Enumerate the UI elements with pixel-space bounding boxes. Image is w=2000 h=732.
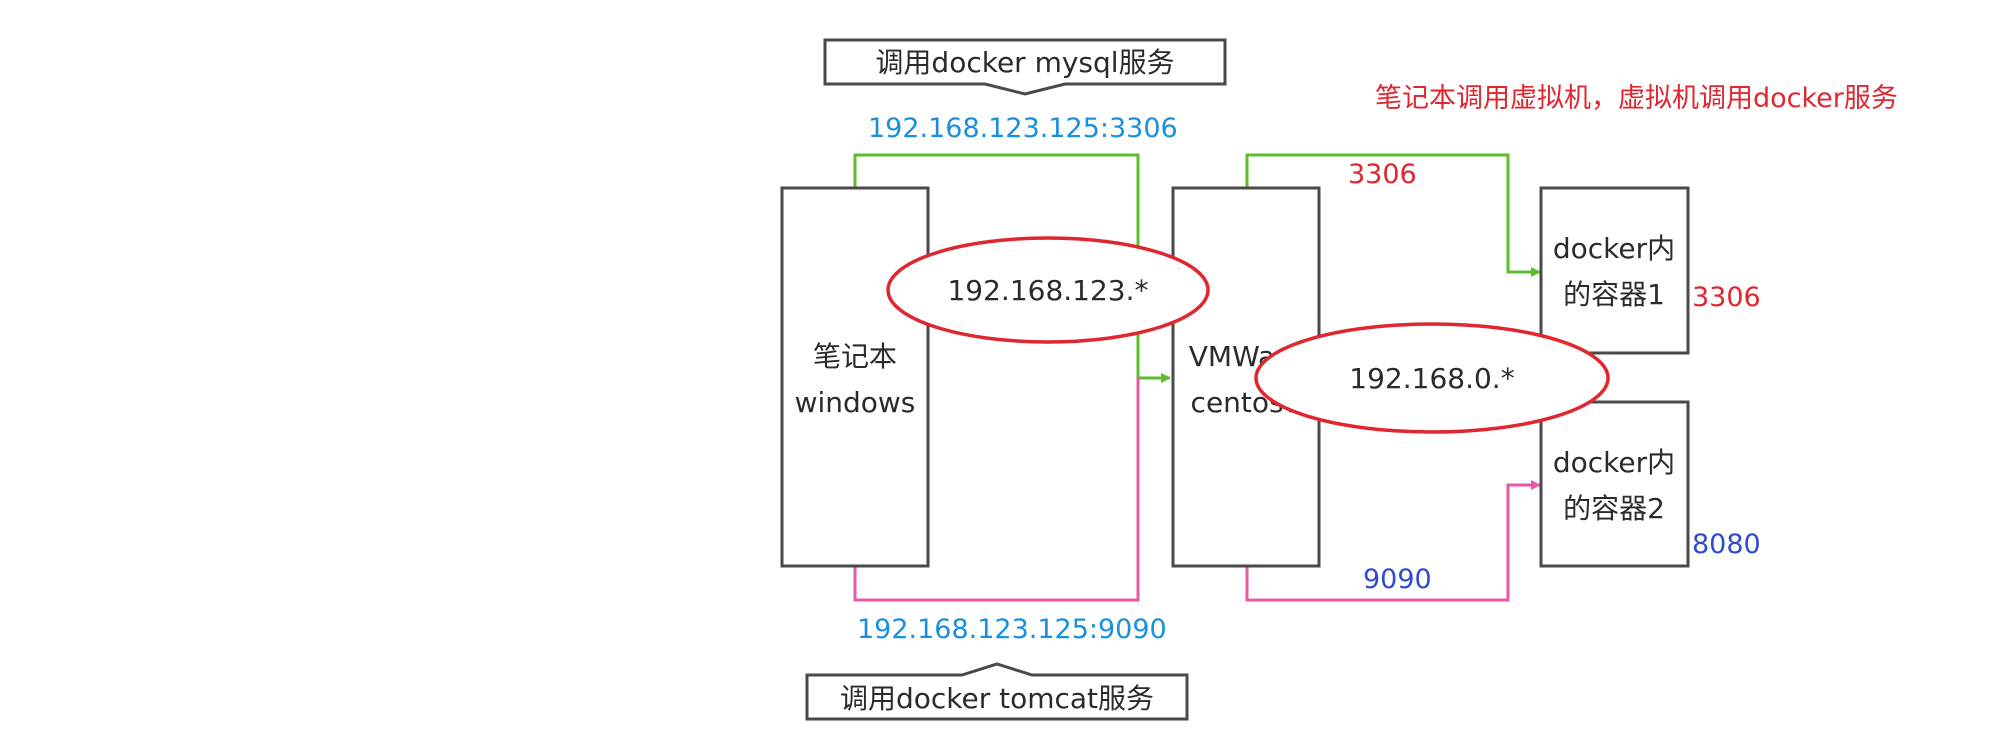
laptop-label-line1: 笔记本 <box>813 340 897 373</box>
subnet-host-label: 192.168.123.* <box>947 274 1148 307</box>
wire-vm-to-container1 <box>1245 153 1541 277</box>
container1-node: docker内 的容器1 <box>1539 186 1690 355</box>
ip-tomcat-label: 192.168.123.125:9090 <box>857 614 1167 645</box>
subnet-vm-label: 192.168.0.* <box>1349 362 1514 395</box>
container1-label-line1: docker内 <box>1553 232 1675 265</box>
wire-laptop-to-vm <box>853 153 1171 383</box>
container1-port-label: 3306 <box>1692 282 1761 313</box>
container1-label-line2: 的容器1 <box>1563 278 1665 311</box>
container2-label-line1: docker内 <box>1553 446 1675 479</box>
laptop-label-line2: windows <box>795 386 916 419</box>
wire-vm-to-container2 <box>1245 480 1541 602</box>
port-vm-tomcat-label: 9090 <box>1363 564 1432 595</box>
subnet-host-ellipse: 192.168.123.* <box>886 236 1210 344</box>
laptop-node: 笔记本 windows <box>780 186 930 568</box>
note-label: 笔记本调用虚拟机，虚拟机调用docker服务 <box>1375 83 1898 114</box>
ip-mysql-label: 192.168.123.125:3306 <box>868 113 1178 144</box>
wire-laptop-to-vm-tomcat <box>853 378 1140 602</box>
callout-tomcat-label: 调用docker tomcat服务 <box>840 682 1154 715</box>
container2-port-label: 8080 <box>1692 529 1761 560</box>
subnet-vm-ellipse: 192.168.0.* <box>1254 322 1610 434</box>
callout-tomcat: 调用docker tomcat服务 <box>805 662 1189 721</box>
container2-node: docker内 的容器2 <box>1539 400 1690 568</box>
callout-mysql: 调用docker mysql服务 <box>823 38 1227 96</box>
port-vm-mysql-label: 3306 <box>1348 159 1417 190</box>
callout-mysql-label: 调用docker mysql服务 <box>875 46 1174 79</box>
container2-label-line2: 的容器2 <box>1563 492 1665 525</box>
